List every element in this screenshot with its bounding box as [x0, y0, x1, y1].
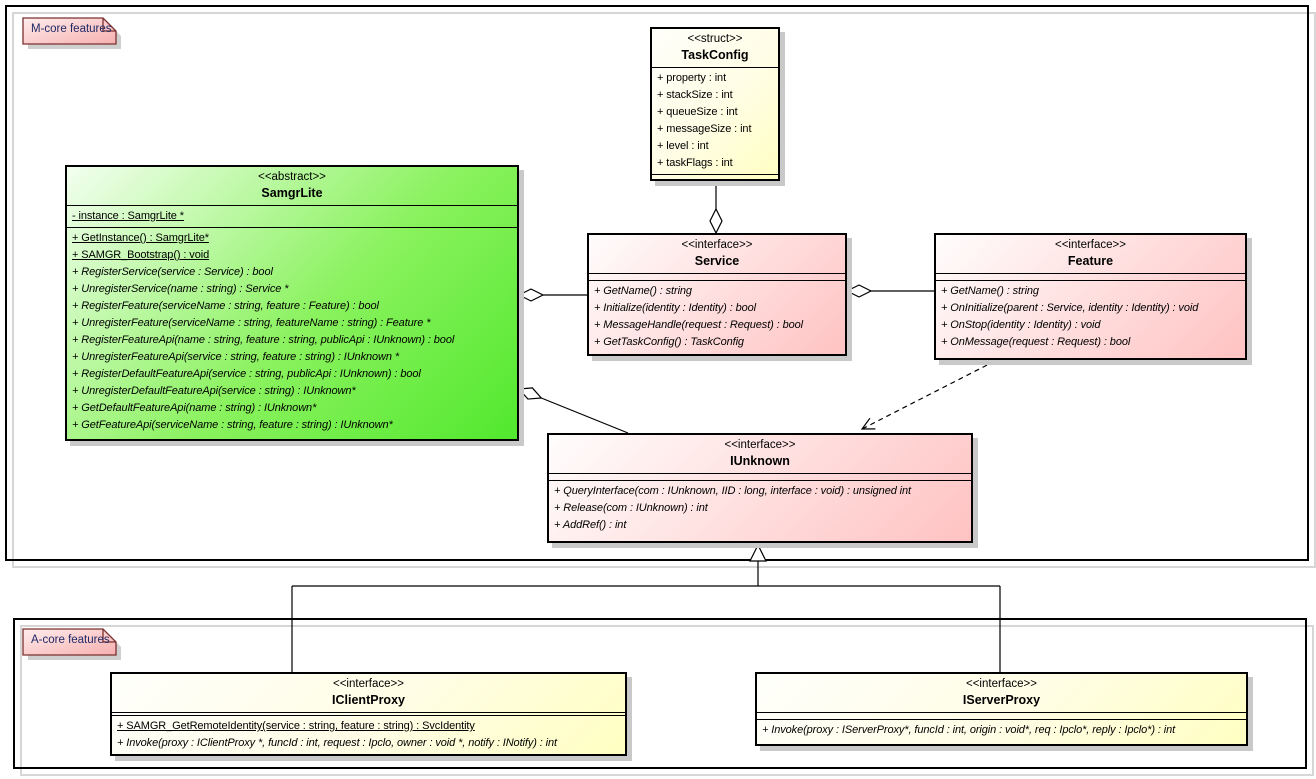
stereotype-label: <<interface>>: [1055, 239, 1126, 251]
methods-compartment: + QueryInterface(com : IUnknown, IID : l…: [549, 481, 971, 541]
class-name: Feature: [1067, 254, 1114, 268]
class-samgrlite[interactable]: <<abstract>> SamgrLite - instance : Samg…: [65, 165, 519, 441]
method-row: + QueryInterface(com : IUnknown, IID : l…: [554, 485, 912, 497]
acore-frame-shadow: [20, 625, 1314, 776]
attribute-row: + queueSize : int: [657, 106, 738, 118]
method-row: + RegisterFeatureApi(name : string, feat…: [72, 334, 455, 346]
method-row: + UnregisterDefaultFeatureApi(service : …: [72, 385, 356, 397]
method-row: + RegisterFeature(serviceName : string, …: [72, 300, 379, 312]
class-name: IClientProxy: [332, 693, 405, 707]
attribute-row: + taskFlags : int: [657, 157, 733, 169]
method-row: + Initialize(identity : Identity) : bool: [594, 302, 756, 314]
attributes-compartment: - instance : SamgrLite *: [67, 206, 517, 228]
note-fold-icon: [102, 18, 116, 32]
note-shape: [22, 628, 121, 660]
methods-compartment: + Invoke(proxy : IServerProxy*, funcId :…: [757, 720, 1246, 744]
method-row: + SAMGR_Bootstrap() : void: [72, 249, 210, 261]
stereotype-label: <<interface>>: [681, 239, 753, 251]
method-row: + MessageHandle(request : Request) : boo…: [594, 319, 803, 331]
method-row: + AddRef() : int: [554, 519, 627, 531]
method-row: + GetTaskConfig() : TaskConfig: [594, 336, 744, 348]
methods-compartment: + GetName() : string + OnInitialize(pare…: [936, 281, 1245, 358]
note-label: A-core features: [31, 634, 110, 646]
class-iserverproxy[interactable]: <<interface>> IServerProxy + Invoke(prox…: [755, 672, 1248, 746]
class-service[interactable]: <<interface>> Service + GetName() : stri…: [587, 233, 847, 356]
method-row: + OnInitialize(parent : Service, identit…: [941, 302, 1199, 314]
methods-compartment: + GetInstance() : SamgrLite* + SAMGR_Boo…: [67, 228, 517, 439]
attribute-row: + messageSize : int: [657, 123, 752, 135]
methods-compartment: + GetName() : string + Initialize(identi…: [589, 281, 845, 354]
stereotype-label: <<interface>>: [966, 678, 1037, 690]
stereotype-label: <<interface>>: [333, 678, 404, 690]
methods-compartment: [652, 175, 778, 179]
methods-compartment: + SAMGR_GetRemoteIdentity(service : stri…: [112, 716, 625, 754]
class-iclientproxy[interactable]: <<interface>> IClientProxy + SAMGR_GetRe…: [110, 672, 627, 756]
method-row: + RegisterDefaultFeatureApi(service : st…: [72, 368, 421, 380]
attributes-compartment: [112, 713, 625, 716]
attribute-row: - instance : SamgrLite *: [72, 210, 184, 222]
method-row: + Release(com : IUnknown) : int: [554, 502, 708, 514]
attributes-compartment: [757, 713, 1246, 720]
class-header: <<abstract>> SamgrLite: [67, 167, 517, 206]
method-row: + GetFeatureApi(serviceName : string, fe…: [72, 419, 393, 431]
class-header: <<struct>> TaskConfig: [652, 29, 778, 68]
class-header: <<interface>> IServerProxy: [757, 674, 1246, 713]
attribute-row: + stackSize : int: [657, 89, 733, 101]
method-row: + GetName() : string: [594, 285, 692, 297]
method-row: + SAMGR_GetRemoteIdentity(service : stri…: [117, 720, 475, 732]
method-row: + GetInstance() : SamgrLite*: [72, 232, 209, 244]
class-name: TaskConfig: [681, 48, 749, 62]
attribute-row: + property : int: [657, 72, 727, 84]
note-shape: [22, 17, 121, 49]
connector-feature-iunknown-dependency[interactable]: [860, 360, 996, 430]
note-fold-icon: [102, 629, 116, 643]
method-row: + GetName() : string: [941, 285, 1039, 297]
class-name: IUnknown: [730, 454, 790, 468]
method-row: + Invoke(proxy : IClientProxy *, funcId …: [117, 737, 557, 749]
stereotype-label: <<interface>>: [724, 439, 796, 451]
method-row: + Invoke(proxy : IServerProxy*, funcId :…: [762, 724, 1176, 736]
class-name: Service: [694, 254, 740, 268]
method-row: + GetDefaultFeatureApi(name : string) : …: [72, 402, 317, 414]
stereotype-label: <<abstract>>: [258, 171, 326, 183]
method-row: + UnregisterService(name : string) : Ser…: [72, 283, 289, 295]
mcore-frame-shadow: [12, 12, 1316, 568]
method-row: + OnStop(identity : Identity) : void: [941, 319, 1101, 331]
class-header: <<interface>> Feature: [936, 235, 1245, 274]
method-row: + OnMessage(request : Request) : bool: [941, 336, 1131, 348]
note-mcore[interactable]: M-core features: [22, 17, 122, 49]
class-taskconfig[interactable]: <<struct>> TaskConfig + property : int +…: [650, 27, 780, 181]
frame-acore[interactable]: [13, 618, 1307, 769]
stereotype-label: <<struct>>: [687, 33, 743, 45]
note-label: M-core features: [31, 23, 112, 35]
class-name: SamgrLite: [261, 186, 323, 200]
attributes-compartment: [589, 274, 845, 281]
connector-samgrlite-iunknown-aggregation[interactable]: [519, 389, 629, 434]
attributes-compartment: + property : int + stackSize : int + que…: [652, 68, 778, 175]
class-iunknown[interactable]: <<interface>> IUnknown + QueryInterface(…: [547, 433, 973, 543]
frame-mcore[interactable]: [5, 5, 1309, 561]
method-row: + UnregisterFeature(serviceName : string…: [72, 317, 431, 329]
class-header: <<interface>> IClientProxy: [112, 674, 625, 713]
class-feature[interactable]: <<interface>> Feature + GetName() : stri…: [934, 233, 1247, 360]
class-header: <<interface>> IUnknown: [549, 435, 971, 474]
attributes-compartment: [936, 274, 1245, 281]
class-name: IServerProxy: [962, 693, 1041, 707]
method-row: + UnregisterFeatureApi(service : string,…: [72, 351, 400, 363]
attribute-row: + level : int: [657, 140, 709, 152]
attributes-compartment: [549, 474, 971, 481]
method-row: + RegisterService(service : Service) : b…: [72, 266, 273, 278]
class-header: <<interface>> Service: [589, 235, 845, 274]
connector-iunknown-generalization[interactable]: [291, 543, 1001, 672]
note-acore[interactable]: A-core features: [22, 628, 122, 660]
